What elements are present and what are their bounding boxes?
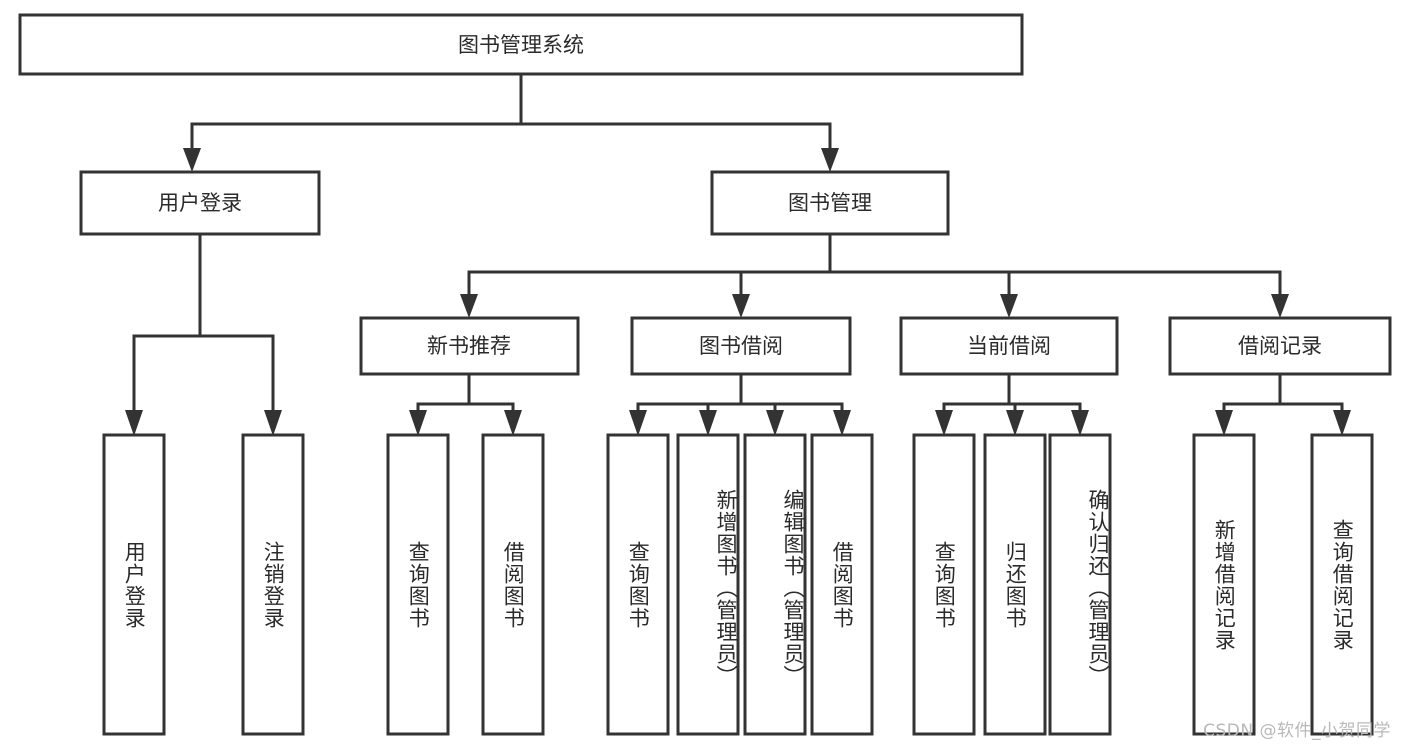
node-book-borrow-box[interactable]: [630, 316, 852, 376]
node-new-book-recommend-box[interactable]: [359, 316, 580, 376]
arrow-leaf-borrow-book-2: [833, 410, 851, 436]
arrow-leaf-add-book: [699, 410, 717, 436]
leaf-box-query-book-recommend[interactable]: [386, 433, 450, 736]
node-user-login[interactable]: 用户登录: [79, 170, 321, 236]
node-current-borrow[interactable]: 当前借阅: [899, 316, 1119, 376]
csdn-watermark: CSDN @软件_小贺同学: [1203, 721, 1391, 741]
node-book-management[interactable]: 图书管理: [710, 170, 950, 236]
node-book-borrow[interactable]: 图书借阅: [630, 316, 852, 376]
arrow-borrow-record: [1271, 294, 1289, 318]
leaf-box-borrow-book[interactable]: [810, 433, 874, 736]
node-root[interactable]: 图书管理系统: [18, 13, 1024, 76]
arrow-new-book: [460, 294, 478, 318]
arrow-leaf-query-record: [1333, 410, 1351, 436]
leaf-box-user-login[interactable]: [102, 433, 166, 736]
arrow-book-mgmt: [821, 148, 839, 172]
leaf-box-query-borrow-record[interactable]: [1310, 433, 1374, 736]
arrow-leaf-user-login: [125, 410, 143, 436]
node-current-borrow-label: 当前借阅: [967, 334, 1051, 358]
node-borrow-record-box[interactable]: [1168, 316, 1392, 376]
arrow-leaf-add-record: [1215, 410, 1233, 436]
leaf-box-confirm-return[interactable]: [1048, 433, 1112, 736]
leaf-box-edit-book[interactable]: [743, 433, 807, 736]
node-book-management-box[interactable]: [710, 170, 950, 236]
leaf-box-borrow-book-recommend[interactable]: [481, 433, 545, 736]
arrow-leaf-query-book-2: [629, 410, 647, 436]
node-user-login-box[interactable]: [79, 170, 321, 236]
node-user-login-label: 用户登录: [158, 191, 242, 215]
node-book-management-label: 图书管理: [788, 191, 872, 215]
leaf-box-add-book[interactable]: [676, 433, 740, 736]
node-new-book-recommend[interactable]: 新书推荐: [359, 316, 580, 376]
node-borrow-record-label: 借阅记录: [1238, 334, 1322, 358]
node-borrow-record[interactable]: 借阅记录: [1168, 316, 1392, 376]
arrow-leaf-confirm-return: [1071, 410, 1089, 436]
leaf-box-query-book-borrow[interactable]: [606, 433, 670, 736]
arrow-current-borrow: [1000, 294, 1018, 318]
arrow-leaf-return-book: [1006, 410, 1024, 436]
arrow-leaf-logout: [264, 410, 282, 436]
node-book-borrow-label: 图书借阅: [699, 334, 783, 358]
connector-group: [125, 72, 1351, 436]
node-current-borrow-box[interactable]: [899, 316, 1119, 376]
node-root-label: 图书管理系统: [458, 33, 584, 57]
leaf-box-return-book[interactable]: [983, 433, 1047, 736]
arrow-user-login: [183, 148, 201, 172]
arrow-leaf-query-book-3: [935, 410, 953, 436]
arrow-leaf-edit-book: [766, 410, 784, 436]
arrow-book-borrow: [732, 294, 750, 318]
arrow-leaf-borrow-book-1: [504, 410, 522, 436]
arrow-leaf-query-book-1: [409, 410, 427, 436]
leaf-box-query-book-current[interactable]: [912, 433, 976, 736]
leaf-box-logout[interactable]: [241, 433, 305, 736]
node-root-box[interactable]: [18, 13, 1024, 76]
node-new-book-recommend-label: 新书推荐: [427, 334, 511, 358]
leaf-box-add-borrow-record[interactable]: [1192, 433, 1256, 736]
